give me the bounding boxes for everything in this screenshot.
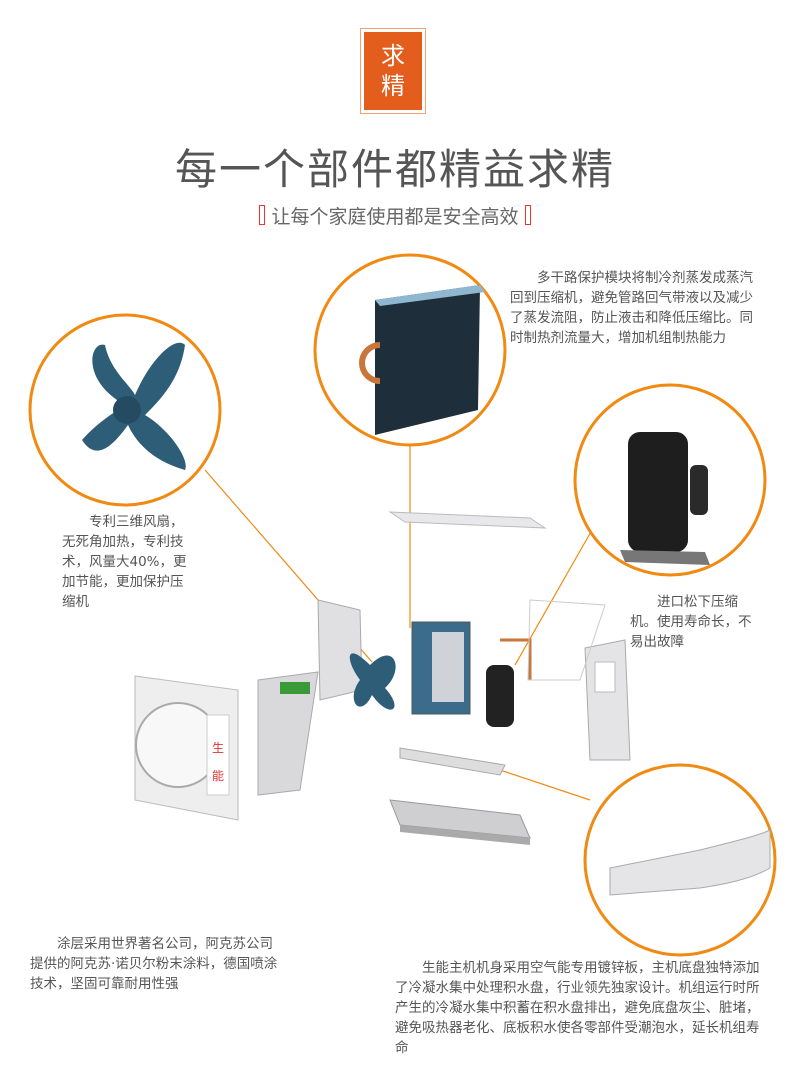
section-badge: 求 精 [360,28,426,114]
front-panel: 生 能 [134,675,239,821]
top-cover [388,511,547,529]
bracket-right-icon [524,205,531,225]
front-panel-logo: 生 [212,741,224,755]
right-panel [584,639,631,761]
evaporator-detail-circle [313,253,507,447]
tray-detail-circle [583,763,777,957]
svg-text:能: 能 [212,769,224,783]
callout-compressor: 进口松下压缩机。使用寿命长，不易出故障 [630,594,752,650]
callout-fan: 专利三维风扇，无死角加热，专利技术，风量大40%，更加节能，更加保护压缩机 [62,514,187,610]
compressor-detail-circle [573,383,767,577]
leader-line-compressor [514,529,593,666]
fan-small [349,653,396,710]
side-grille [317,599,363,701]
badge-char-1: 求 [381,42,405,70]
callout-coating: 涂层采用世界著名公司，阿克苏公司提供的阿克苏·诺贝尔粉末涂料，德国喷涂技术，坚固… [30,936,278,992]
bracket-left-icon [259,205,266,225]
callout-chassis: 生能主机机身采用空气能专用镀锌板，主机底盘独特添加了冷凝水集中处理积水盘，行业领… [395,960,760,1056]
back-grille [527,599,606,681]
page-title: 每一个部件都精益求精 [174,145,615,194]
evaporator-assembly [411,621,471,715]
fan-detail-circle [28,313,222,507]
page-subtitle: 让每个家庭使用都是安全高效 [0,202,790,229]
base-plate [389,799,531,845]
drain-tray-small [399,747,506,776]
callout-evaporator: 多干路保护模块将制冷剂蒸发成蒸汽回到压缩机，避免管路回气带液以及减少了蒸发流阻，… [510,270,753,346]
leader-lines [204,446,593,801]
leader-line-tray [499,769,591,801]
control-board [257,671,319,796]
subtitle-text: 让每个家庭使用都是安全高效 [271,206,519,228]
compressor-small [486,638,532,727]
badge-char-2: 精 [381,72,405,100]
